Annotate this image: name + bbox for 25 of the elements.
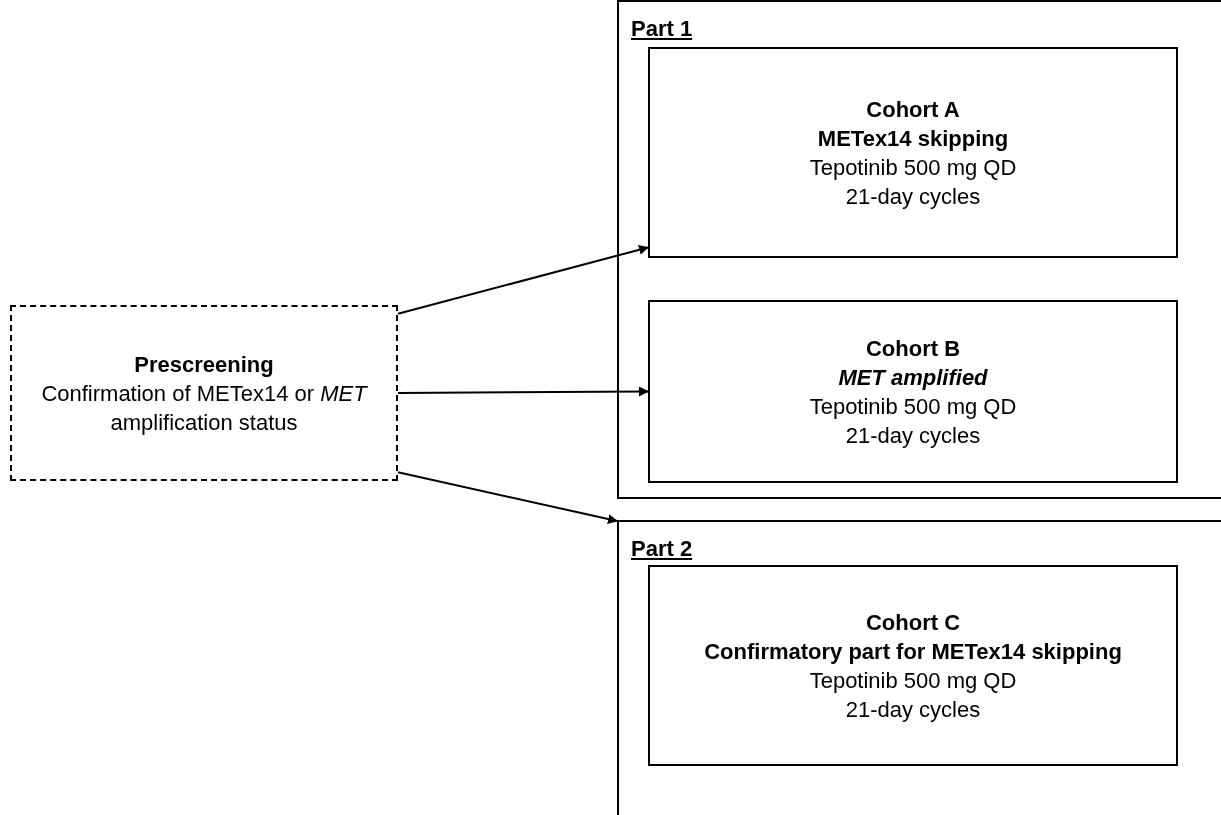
box-heading: Cohort B (865, 334, 961, 363)
arrow (397, 386, 649, 397)
part-panel (617, 0, 1221, 499)
box-heading: Prescreening (134, 350, 274, 379)
arrow (397, 471, 618, 524)
panel-heading: Part 2 (631, 535, 693, 563)
box-text: Tepotinib 500 mg QD (809, 666, 1017, 695)
arrow (397, 244, 649, 315)
box-text: Tepotinib 500 mg QD (809, 392, 1017, 421)
box-text: Confirmatory part for METex14 skipping (704, 637, 1122, 666)
cohort-box (648, 300, 1178, 483)
panel-heading: Part 1 (631, 15, 693, 43)
prescreening-box (10, 305, 398, 481)
box-heading: Cohort A (866, 95, 960, 124)
box-text: METex14 skipping (817, 124, 1009, 153)
box-text: 21-day cycles (845, 182, 981, 211)
box-text: 21-day cycles (845, 421, 981, 450)
box-text: 21-day cycles (845, 695, 981, 724)
box-text: MET amplified (838, 363, 988, 392)
box-text: Tepotinib 500 mg QD (809, 153, 1017, 182)
cohort-box (648, 565, 1178, 766)
box-text: Confirmation of METex14 or MET amplification status (40, 379, 369, 437)
box-heading: Cohort C (865, 608, 961, 637)
part-panel (617, 520, 1221, 815)
cohort-box (648, 47, 1178, 258)
